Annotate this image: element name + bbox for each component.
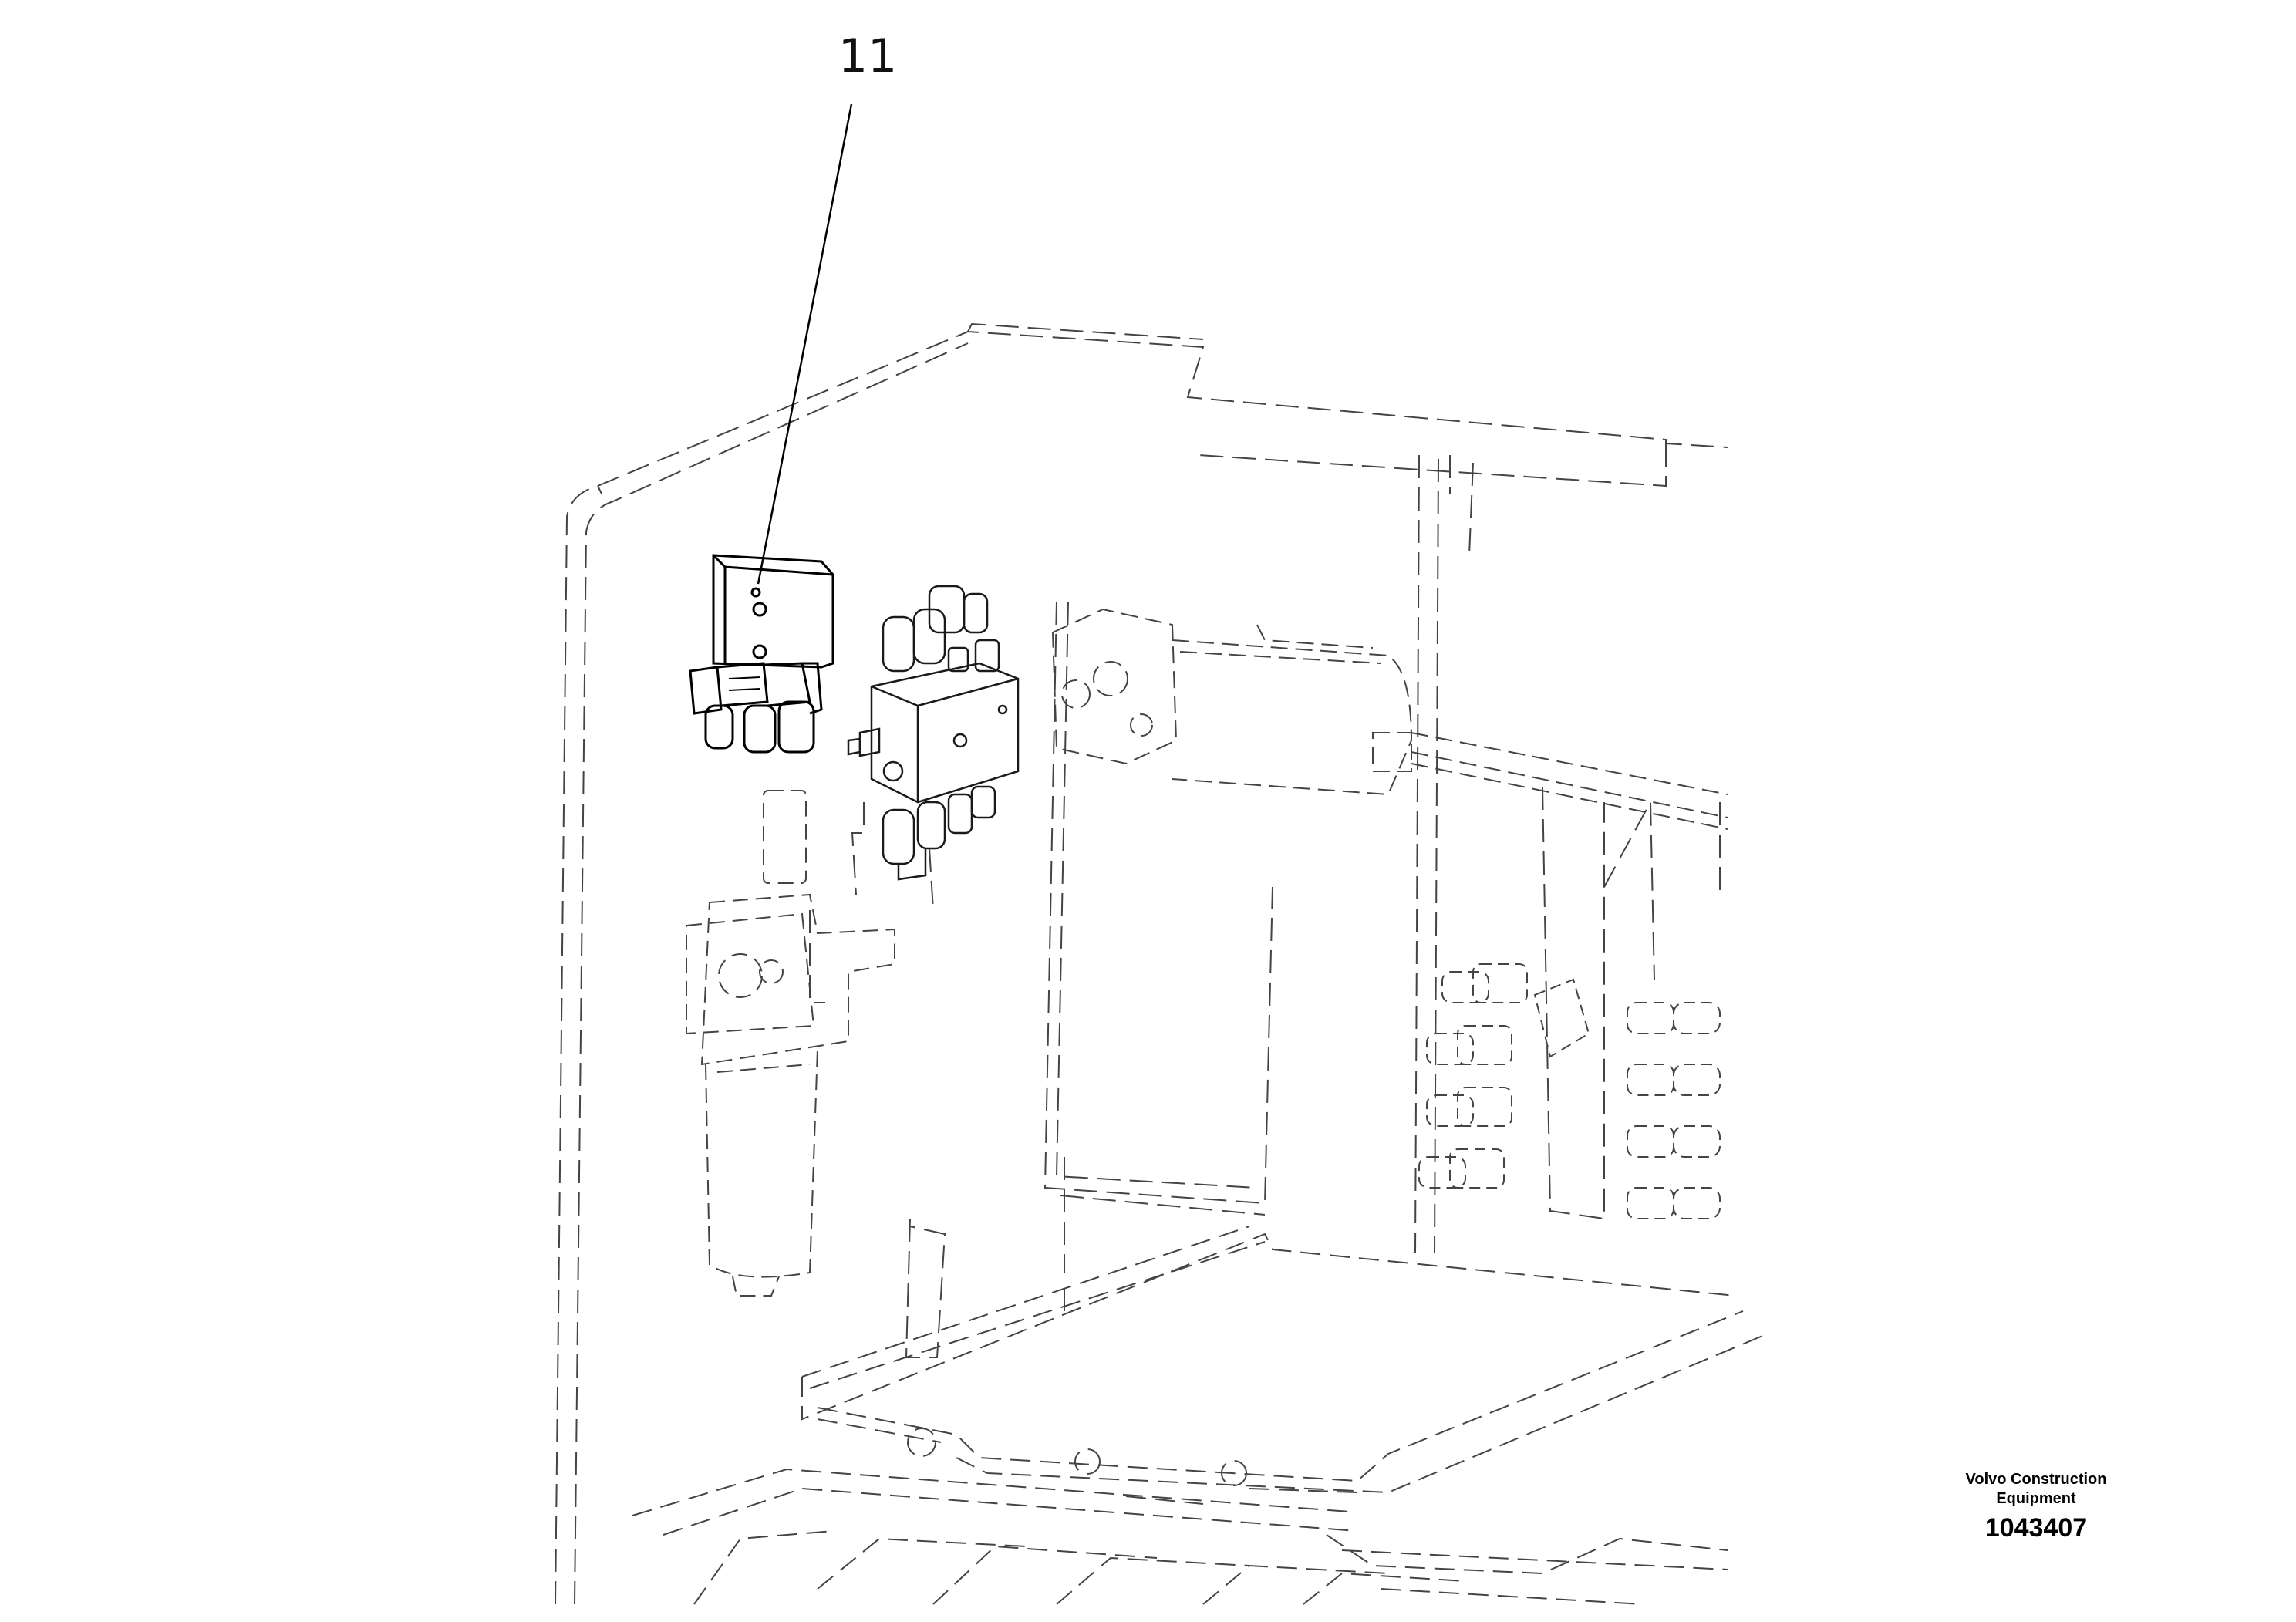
drawing-number: 1043407 xyxy=(1984,1513,2088,1543)
callout-leader-line xyxy=(757,103,853,585)
callout-number: 11 xyxy=(838,29,898,83)
drawing-footer: Volvo Construction Equipment 1043407 xyxy=(1928,1470,2144,1543)
solenoid-valve-block xyxy=(847,585,1020,881)
valve-bank-right xyxy=(1418,963,1721,1219)
hydraulic-filter xyxy=(686,790,895,1297)
frame-outline xyxy=(555,322,1728,1605)
brand-line-1: Volvo Construction xyxy=(1965,1471,2107,1488)
item-11-solenoid-valve xyxy=(689,554,834,754)
base-platform xyxy=(632,1226,1767,1605)
hydraulic-cylinder xyxy=(1051,608,1728,830)
brand-line-2: Equipment xyxy=(1996,1490,2076,1507)
